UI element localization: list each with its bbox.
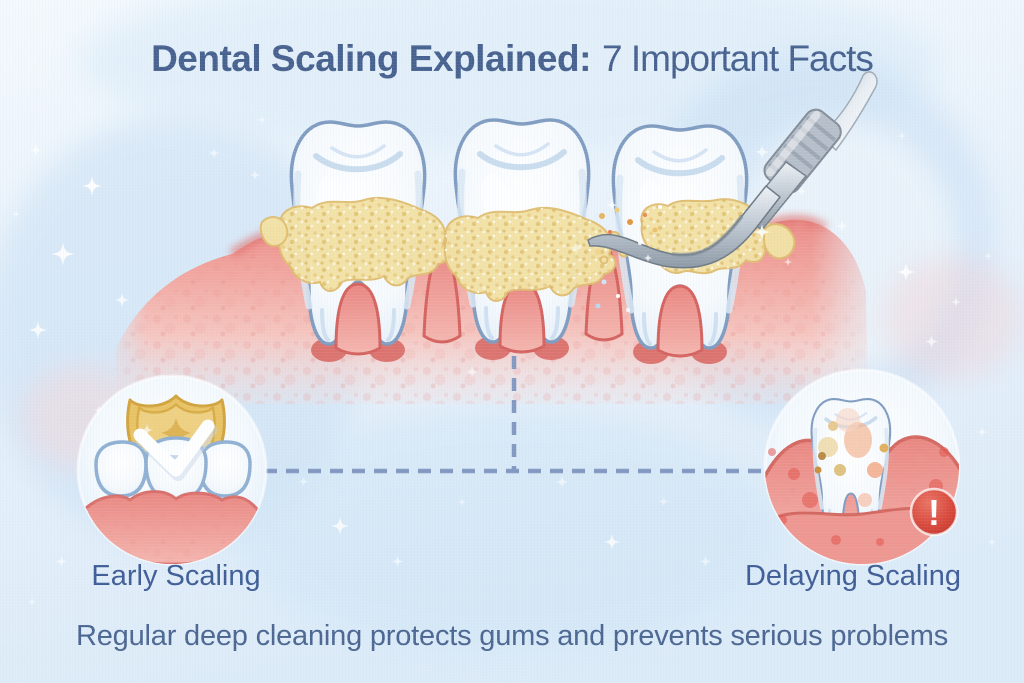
caption-early-scaling: Early Scaling (91, 560, 261, 592)
dashed-connector (264, 356, 768, 474)
warning-glyph: ! (928, 492, 940, 533)
dental-scaler-icon (587, 71, 878, 312)
debris-particles (588, 199, 662, 312)
page-title: Dental Scaling Explained: 7 Important Fac… (0, 38, 1024, 80)
tooth-stains (814, 408, 889, 507)
warning-icon: ! (909, 487, 959, 537)
delaying-scaling-badge: ! (763, 368, 961, 566)
watercolor-blobs (0, 0, 1022, 650)
footer-message: Regular deep cleaning protects gums and … (76, 620, 948, 652)
page-title-emphasis: Dental Scaling Explained: (151, 38, 591, 79)
page-title-rest: 7 Important Facts (602, 38, 874, 79)
caption-delaying-scaling: Delaying Scaling (744, 560, 962, 592)
early-scaling-badge (76, 374, 268, 566)
checkmark-icon (133, 419, 217, 481)
